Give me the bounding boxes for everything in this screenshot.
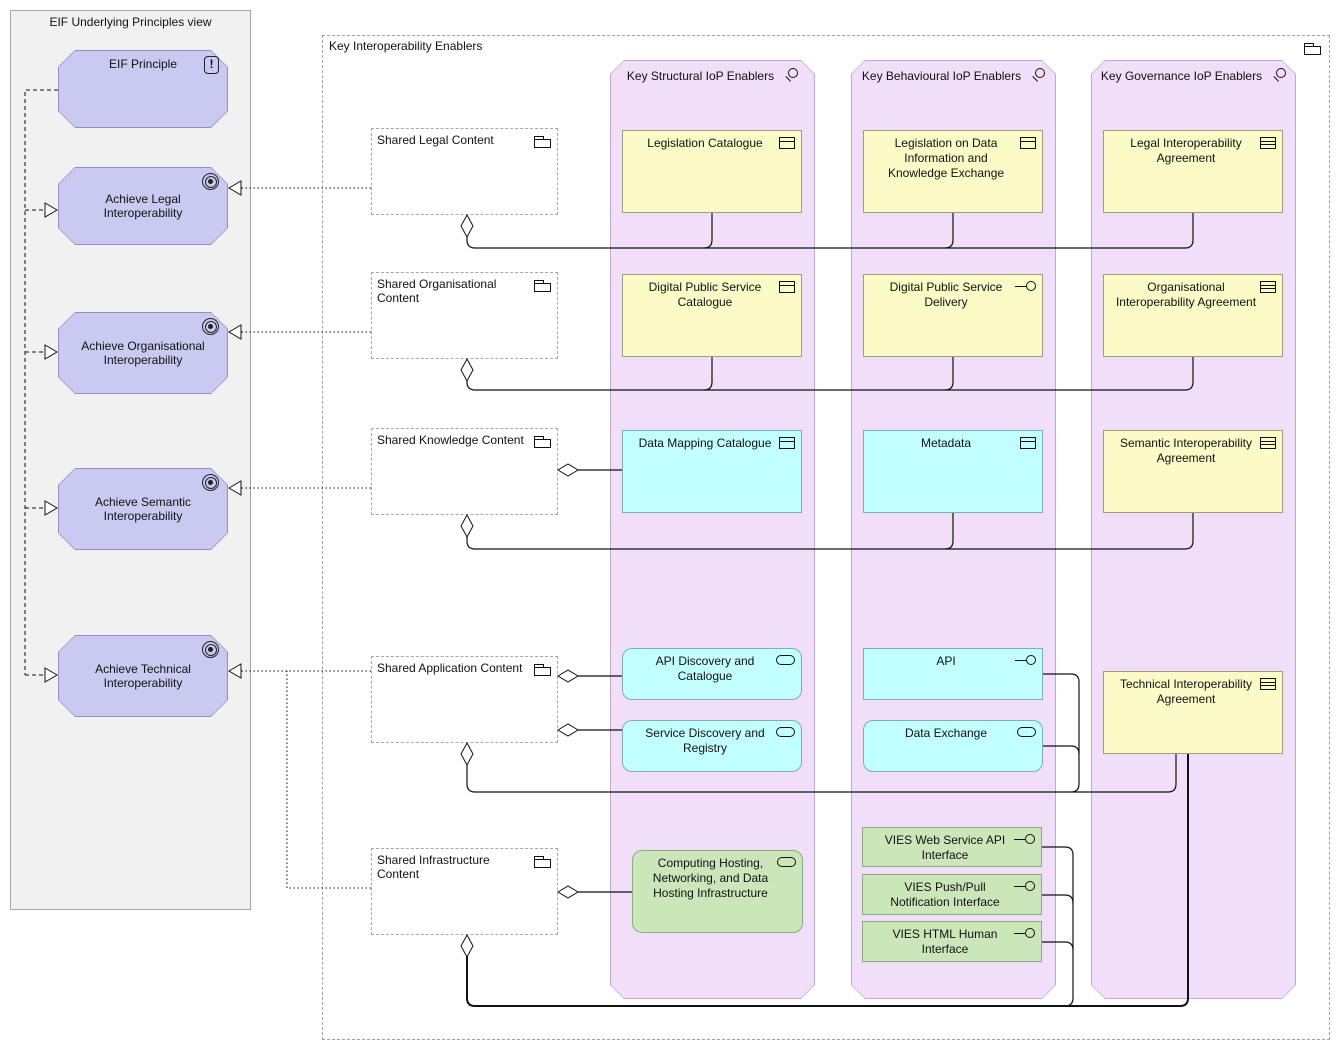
node-metadata[interactable]: Metadata (863, 430, 1043, 513)
grouping-folder-icon (534, 856, 551, 868)
group-label: Shared Legal Content (377, 133, 494, 147)
business-object-icon (779, 137, 795, 149)
goal-icon (202, 641, 219, 658)
node-label: VIES Web Service API Interface (884, 833, 1006, 862)
group-shared-knowledge-content[interactable]: Shared Knowledge Content (371, 428, 558, 515)
node-semantic-interoperability-agreement[interactable]: Semantic Interoperability Agreement (1103, 430, 1283, 513)
contract-icon (1260, 137, 1276, 149)
group-shared-application-content[interactable]: Shared Application Content (371, 656, 558, 743)
interface-icon (1014, 928, 1035, 939)
group-label: Shared Application Content (377, 661, 523, 675)
node-label: Technical Interoperability Agreement (1119, 677, 1253, 706)
node-goal-technical[interactable]: Achieve Technical Interoperability (58, 635, 228, 717)
business-object-icon (779, 281, 795, 293)
node-digital-public-service-catalogue[interactable]: Digital Public Service Catalogue (622, 274, 802, 357)
group-label: Shared Organisational Content (377, 277, 497, 305)
node-label: Legislation Catalogue (647, 136, 763, 150)
interface-icon (1014, 834, 1035, 845)
eif-principles-view-panel[interactable]: EIF Underlying Principles view (10, 10, 251, 910)
node-computing-hosting-infrastructure[interactable]: Computing Hosting, Networking, and Data … (632, 850, 803, 933)
column-label: Key Governance IoP Enablers (1100, 68, 1263, 83)
node-label: Digital Public Service Catalogue (648, 280, 762, 309)
interface-icon (1015, 281, 1036, 292)
grouping-folder-icon (534, 436, 551, 448)
goal-icon (202, 318, 219, 335)
node-label: API (936, 654, 956, 668)
node-label: Achieve Technical Interoperability (95, 662, 191, 690)
column-label: Key Structural IoP Enablers (626, 68, 775, 83)
grouping-folder-icon (534, 664, 551, 676)
business-object-icon (779, 437, 795, 449)
node-label: Data Mapping Catalogue (638, 436, 772, 450)
group-title: Key Interoperability Enablers (329, 39, 483, 53)
node-goal-legal[interactable]: Achieve Legal Interoperability (58, 167, 228, 245)
node-vies-push-pull-notification-interface[interactable]: VIES Push/Pull Notification Interface (862, 874, 1042, 915)
node-legal-interoperability-agreement[interactable]: Legal Interoperability Agreement (1103, 130, 1283, 213)
service-icon (1017, 727, 1036, 737)
magnifier-icon (1030, 68, 1045, 83)
goal-icon (202, 474, 219, 491)
node-eif-principle[interactable]: ! EIF Principle (58, 50, 228, 128)
node-label: Service Discovery and Registry (645, 726, 765, 755)
node-label: Computing Hosting, Networking, and Data … (652, 856, 769, 900)
principle-icon: ! (204, 56, 219, 74)
business-object-icon (1020, 137, 1036, 149)
node-label: Digital Public Service Delivery (889, 280, 1003, 309)
node-digital-public-service-delivery[interactable]: Digital Public Service Delivery (863, 274, 1043, 357)
service-icon (776, 655, 795, 665)
node-label: Legislation on Data Information and Know… (887, 136, 1005, 180)
node-label: Achieve Organisational Interoperability (81, 339, 205, 367)
node-organisational-interoperability-agreement[interactable]: Organisational Interoperability Agreemen… (1103, 274, 1283, 357)
service-icon (777, 857, 796, 867)
interface-icon (1014, 881, 1035, 892)
node-legislation-catalogue[interactable]: Legislation Catalogue (622, 130, 802, 213)
node-goal-semantic[interactable]: Achieve Semantic Interoperability (58, 468, 228, 550)
service-icon (776, 727, 795, 737)
grouping-folder-icon (1304, 43, 1321, 55)
goal-icon (202, 173, 219, 190)
node-label: Legal Interoperability Agreement (1130, 136, 1242, 165)
group-label: Shared Knowledge Content (377, 433, 524, 447)
magnifier-icon (1271, 68, 1286, 83)
node-technical-interoperability-agreement[interactable]: Technical Interoperability Agreement (1103, 671, 1283, 754)
interface-icon (1015, 655, 1036, 666)
column-label: Key Behavioural IoP Enablers (861, 68, 1022, 83)
contract-icon (1260, 437, 1276, 449)
grouping-folder-icon (534, 136, 551, 148)
node-label: Data Exchange (904, 726, 988, 740)
node-label: API Discovery and Catalogue (655, 654, 755, 683)
group-label: Shared Infrastructure Content (377, 853, 490, 881)
grouping-folder-icon (534, 280, 551, 292)
node-api-discovery-and-catalogue[interactable]: API Discovery and Catalogue (622, 648, 802, 700)
group-shared-infrastructure-content[interactable]: Shared Infrastructure Content (371, 848, 558, 935)
group-shared-legal-content[interactable]: Shared Legal Content (371, 128, 558, 215)
node-label: VIES Push/Pull Notification Interface (890, 880, 1000, 909)
contract-icon (1260, 281, 1276, 293)
node-api[interactable]: API (863, 648, 1043, 700)
node-label: Semantic Interoperability Agreement (1119, 436, 1253, 465)
node-label: VIES HTML Human Interface (892, 927, 998, 956)
contract-icon (1260, 678, 1276, 690)
group-shared-organisational-content[interactable]: Shared Organisational Content (371, 272, 558, 359)
node-legislation-on-data[interactable]: Legislation on Data Information and Know… (863, 130, 1043, 213)
node-data-exchange[interactable]: Data Exchange (863, 720, 1043, 772)
panel-title: EIF Underlying Principles view (49, 15, 212, 29)
node-label: Metadata (920, 436, 972, 450)
node-label: Organisational Interoperability Agreemen… (1115, 280, 1257, 309)
node-service-discovery-and-registry[interactable]: Service Discovery and Registry (622, 720, 802, 772)
business-object-icon (1020, 437, 1036, 449)
node-label: Achieve Semantic Interoperability (94, 495, 192, 523)
node-data-mapping-catalogue[interactable]: Data Mapping Catalogue (622, 430, 802, 513)
node-goal-organisational[interactable]: Achieve Organisational Interoperability (58, 312, 228, 394)
node-vies-html-human-interface[interactable]: VIES HTML Human Interface (862, 921, 1042, 962)
node-vies-web-service-api-interface[interactable]: VIES Web Service API Interface (862, 827, 1042, 867)
node-label: EIF Principle (108, 57, 178, 71)
magnifier-icon (783, 68, 798, 83)
node-label: Achieve Legal Interoperability (103, 192, 183, 220)
